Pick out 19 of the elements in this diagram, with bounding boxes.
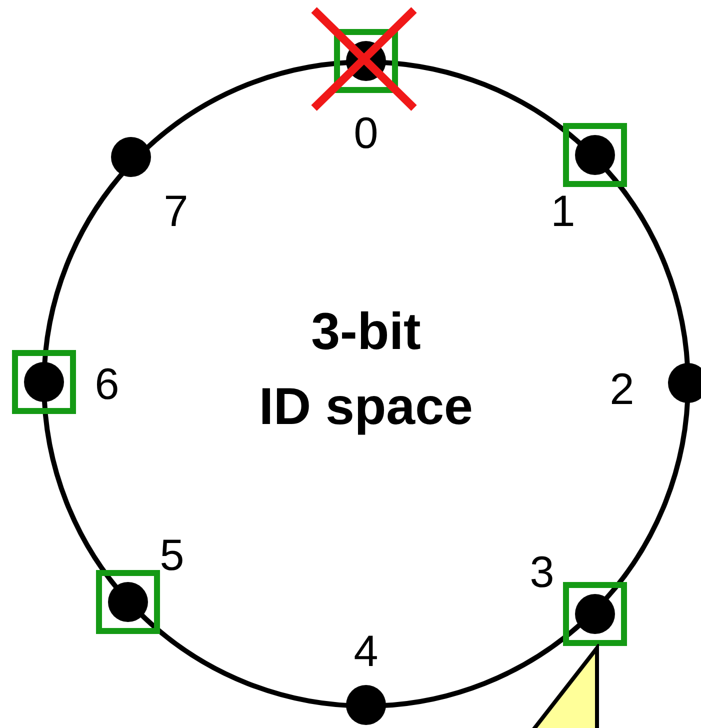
- node-number: 4: [354, 630, 378, 674]
- highlight-square: [96, 570, 160, 634]
- node-number: 3: [530, 551, 554, 595]
- center-label: 3-bit ID space: [258, 302, 474, 438]
- node-dot: [575, 135, 615, 175]
- node-number: 1: [550, 190, 576, 234]
- node-dot: [111, 137, 151, 177]
- node-number: 2: [610, 368, 634, 412]
- node-number: 6: [94, 363, 120, 407]
- highlight-square: [563, 582, 627, 646]
- node-number: 7: [164, 190, 188, 234]
- node-number: 5: [160, 534, 184, 578]
- node-dot: [575, 594, 615, 634]
- node-dot: [668, 363, 701, 403]
- number-label: 0: [354, 112, 378, 156]
- highlight-square: [12, 350, 76, 414]
- node-dot: [108, 582, 148, 622]
- highlight-square: [563, 123, 627, 187]
- cross-mark: [310, 6, 418, 112]
